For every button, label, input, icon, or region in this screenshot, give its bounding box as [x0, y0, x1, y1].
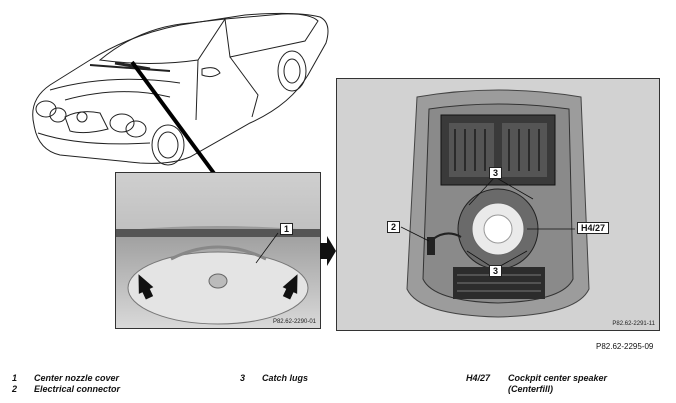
photo-ref-right: P82.62-2291-11 — [612, 321, 655, 327]
legend-num-h4-27: H4/27 — [466, 373, 491, 383]
callout-3-bottom: 3 — [489, 265, 503, 277]
legend-num-2: 2 — [12, 384, 18, 394]
legend-text-1: Center nozzle cover — [34, 373, 120, 383]
figure-id: P82.62-2295-09 — [596, 342, 654, 351]
callout-3-top: 3 — [489, 167, 503, 179]
legend-num-1: 1 — [12, 373, 18, 383]
legend-text-h4-27-line2: (Centerfill) — [508, 384, 553, 394]
legend-text-2: Electrical connector — [34, 384, 121, 394]
center-nozzle-photo: 1 P82.62-2290-01 — [115, 172, 321, 329]
arrow-right-icon — [320, 236, 336, 266]
car-illustration — [32, 12, 329, 166]
speaker-assembly-photo: 3 3 2 H4/27 P82.62-2291-11 — [336, 78, 660, 331]
callout-2: 2 — [387, 221, 401, 233]
photo-ref-left: P82.62-2290-01 — [272, 319, 316, 325]
legend-text-3: Catch lugs — [262, 373, 309, 383]
legend-text-h4-27: Cockpit center speaker — [508, 373, 608, 383]
legend-num-3: 3 — [240, 373, 246, 383]
pointer-line — [130, 60, 218, 178]
callout-1: 1 — [280, 223, 294, 235]
callout-h4-27: H4/27 — [577, 222, 610, 234]
